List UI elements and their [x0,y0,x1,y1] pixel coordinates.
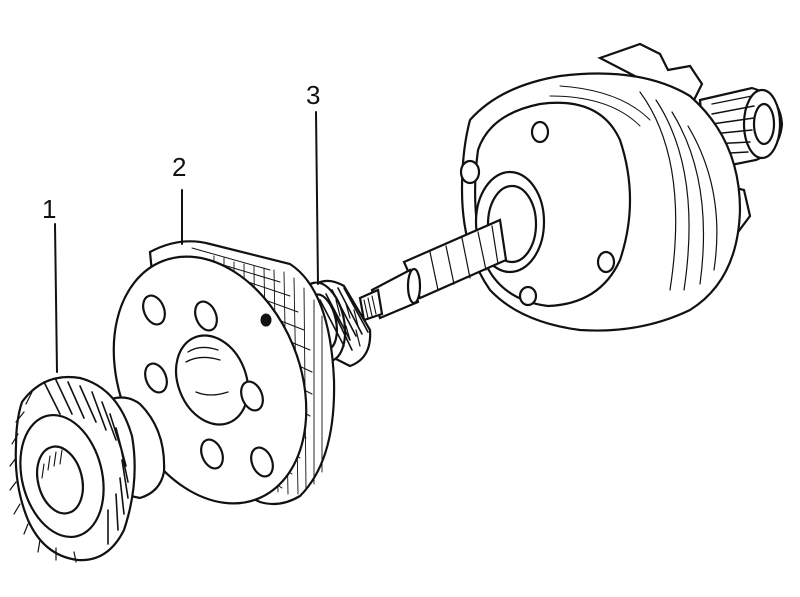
callout-1: 1 [42,194,58,373]
callout-2: 2 [172,152,186,245]
callout-3: 3 [306,80,320,285]
callout-label-2: 2 [172,152,186,182]
callout-label-1: 1 [42,194,56,224]
housing-assembly [358,42,784,332]
splined-shaft [358,218,508,322]
callout-label-3: 3 [306,80,320,110]
helical-gear [9,376,166,563]
